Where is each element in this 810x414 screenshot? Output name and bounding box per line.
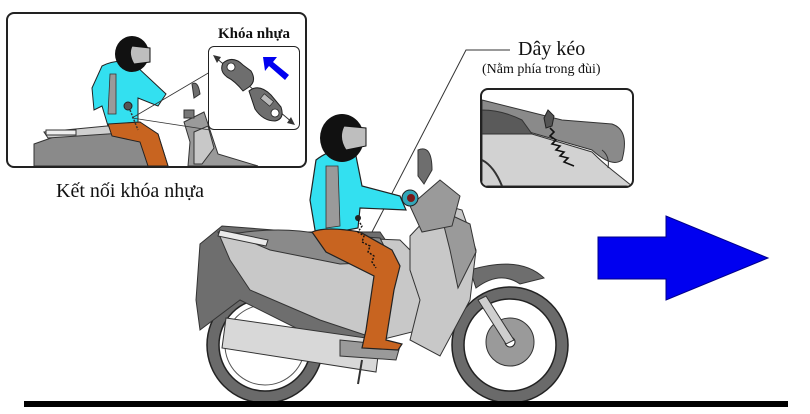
lock-detail-box [208,46,300,130]
plastic-lock-illustration [213,55,295,125]
ground-line [24,401,788,407]
inset-seat-cord [480,88,634,188]
pull-cord-note: (Nằm phía trong đùi) [482,62,601,77]
rider-connect-illustration [33,36,259,166]
inset-connect-lock: Khóa nhựa [6,12,307,168]
seat-cord-illustration [482,99,632,186]
arrow-up-left-icon [263,57,289,80]
plastic-lock-label: Khóa nhựa [218,26,290,42]
connect-lock-caption: Kết nối khóa nhựa [56,180,205,202]
pull-cord-label: Dây kéo [518,38,586,60]
arrow-right-icon [597,215,770,301]
